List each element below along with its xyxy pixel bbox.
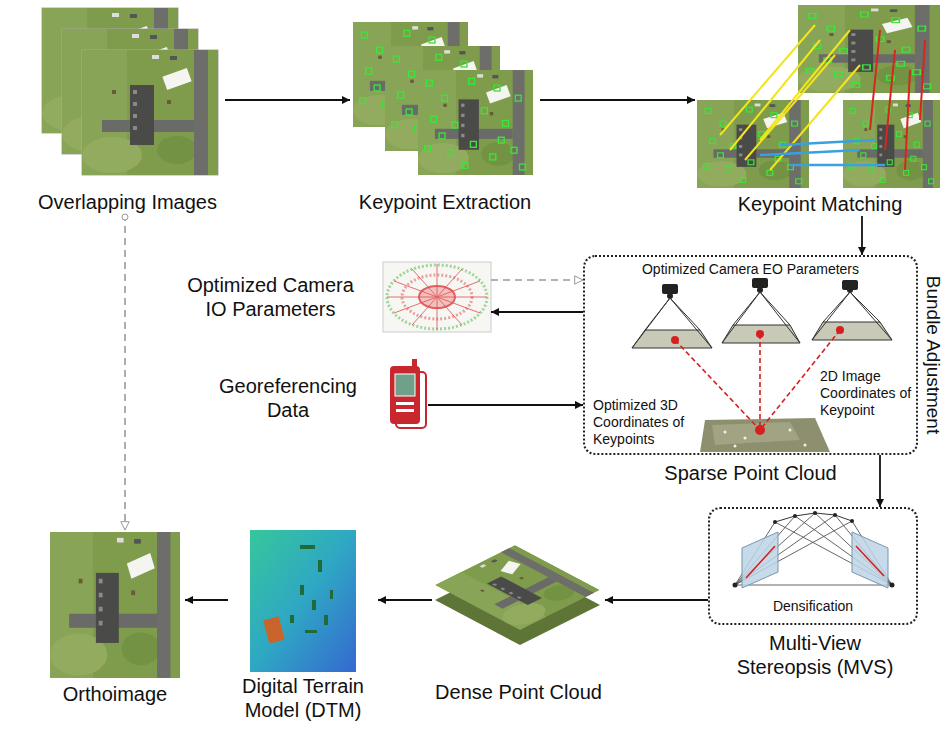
connector-line <box>124 214 126 530</box>
gps-device <box>390 359 426 428</box>
connector-line <box>185 599 228 601</box>
product-step: Digital Terrain Model (DTM) <box>228 528 378 722</box>
connector-line <box>605 599 708 601</box>
orthoimage <box>50 532 180 678</box>
step-caption: Keypoint Extraction <box>350 190 540 214</box>
flow-arrow <box>225 100 350 101</box>
image-step: Overlapping Images <box>30 5 225 214</box>
mvs-illustration <box>733 511 895 588</box>
connector-line <box>540 99 695 101</box>
dashed-arrow <box>491 280 583 281</box>
flow-arrow <box>428 405 583 406</box>
connector-line <box>491 279 583 281</box>
mvs-box: DensificationMulti-View Stereopsis (MVS) <box>708 507 918 625</box>
box-text: Optimized 3D Coordinates of Keypoints <box>593 397 708 448</box>
dense-point-cloud <box>435 545 600 645</box>
connector-line <box>428 404 583 406</box>
flow-arrow <box>862 216 863 255</box>
keypoint-stack <box>353 22 533 175</box>
step-caption: Keypoint Matching <box>695 192 945 216</box>
input-item: Georeferencing Data <box>208 362 428 434</box>
box-text: Sparse Point Cloud <box>585 461 916 485</box>
flow-arrow <box>540 100 695 101</box>
image-step: Keypoint Matching <box>695 5 945 216</box>
flow-arrow <box>491 312 583 313</box>
product-step: Orthoimage <box>45 530 185 706</box>
flow-arrow <box>605 600 708 601</box>
connector-line <box>861 216 863 255</box>
product-step: Dense Point Cloud <box>432 540 605 704</box>
flow-arrow <box>185 600 228 601</box>
box-text: 2D Image Coordinates of Keypoint <box>820 368 915 419</box>
box-text: Optimized Camera EO Parameters <box>585 261 916 278</box>
input-label: Georeferencing Data <box>208 374 368 422</box>
connector-line <box>225 99 350 101</box>
connector-line <box>879 455 881 507</box>
flow-arrow <box>378 600 432 601</box>
distortion-plot <box>383 262 491 332</box>
bundle-adjustment-box: Optimized Camera EO Parameters 2D Image C… <box>583 255 918 455</box>
connector-line <box>491 311 583 313</box>
matching-images <box>697 5 940 188</box>
flow-arrow <box>880 455 881 507</box>
edge-origin-dot <box>122 214 128 220</box>
box-text: Bundle Adjustment <box>922 276 945 434</box>
step-caption: Digital Terrain Model (DTM) <box>228 674 378 722</box>
dashed-arrow <box>122 214 128 530</box>
box-text: Multi-View Stereopsis (MVS) <box>730 631 900 679</box>
connector-line <box>378 599 432 601</box>
step-caption: Overlapping Images <box>30 190 225 214</box>
step-caption: Orthoimage <box>45 682 185 706</box>
terrain-model <box>250 530 356 672</box>
box-text: Densification <box>710 598 916 615</box>
input-label: Optimized Camera IO Parameters <box>178 273 363 321</box>
step-caption: Dense Point Cloud <box>432 680 605 704</box>
input-item: Optimized Camera IO Parameters <box>178 262 491 332</box>
image-step: Keypoint Extraction <box>350 5 540 214</box>
image-stack <box>42 8 218 175</box>
